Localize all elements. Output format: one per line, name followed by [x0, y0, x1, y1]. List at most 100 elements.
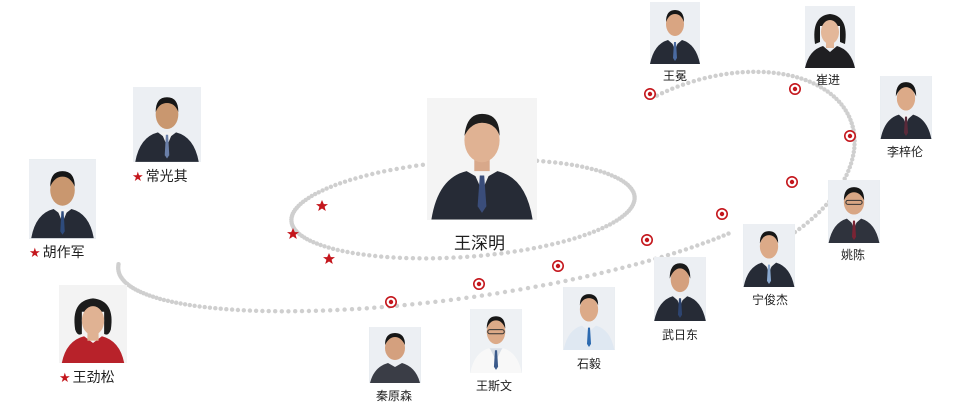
- portrait-icon: [431, 113, 533, 220]
- orbit-dot: [671, 251, 677, 256]
- orbit-dot: [273, 309, 278, 314]
- orbit-dot: [410, 302, 415, 307]
- orbit-dots: [116, 69, 857, 314]
- orbit-dot: [207, 305, 213, 310]
- orbit-dot: [510, 288, 515, 293]
- orbit-dot: [337, 181, 343, 186]
- portrait-cuijin: [805, 6, 855, 68]
- orbit-dot: [312, 191, 318, 197]
- orbit-dot: [781, 72, 786, 77]
- portrait-changguangqi: [133, 87, 201, 162]
- orbit-dot: [328, 184, 334, 189]
- orbit-dot: [848, 161, 854, 166]
- star-icon: [287, 228, 299, 239]
- portrait-icon: [59, 285, 127, 363]
- orbit-dot: [604, 224, 609, 229]
- portrait-icon: [133, 87, 201, 162]
- orbit-dot: [756, 69, 761, 75]
- orbit-dot: [417, 256, 422, 261]
- orbit-dot: [178, 301, 183, 306]
- orbit-dot: [485, 252, 490, 258]
- orbit-dot: [691, 79, 696, 84]
- orbit-dot: [394, 166, 399, 172]
- orbit-dot: [817, 210, 822, 215]
- portrait-lizilun: [880, 76, 932, 139]
- orbit-dot: [848, 117, 853, 123]
- portrait-icon: [805, 6, 855, 68]
- portrait-icon: [29, 159, 96, 239]
- orbit-dot: [675, 84, 680, 89]
- orbit-dot: [611, 220, 616, 225]
- orbit-dot: [326, 245, 331, 250]
- orbit-dot: [718, 72, 724, 78]
- orbit-dot: [440, 298, 446, 304]
- orbit-dot: [465, 254, 470, 259]
- orbit-dot: [706, 239, 711, 244]
- target-marker-icon: [843, 130, 856, 143]
- orbit-dot: [592, 272, 597, 277]
- orbit-dot: [444, 255, 449, 261]
- orbit-dot: [154, 295, 159, 300]
- portrait-ningjunjie: [743, 224, 795, 287]
- orbit-dot: [424, 256, 429, 261]
- portrait-icon: [470, 309, 522, 373]
- orbit-dot: [345, 249, 350, 255]
- orbit-dot: [192, 303, 197, 308]
- orbit-dot: [333, 182, 338, 188]
- orbit-dot: [353, 176, 358, 181]
- orbit-dot: [602, 170, 607, 175]
- orbit-dot: [766, 70, 771, 75]
- target-marker-icon: [472, 277, 485, 290]
- orbit-dot: [822, 87, 827, 92]
- orbit-dot: [512, 249, 517, 254]
- name-changguangqi: 常光其: [145, 169, 188, 185]
- orbit-dot: [646, 258, 652, 263]
- orbit-dot: [414, 163, 419, 168]
- orbit-dot: [790, 73, 795, 79]
- portrait-qinyuansen: [369, 327, 421, 383]
- orbit-dot: [224, 307, 229, 312]
- name-wangxi: 王冕: [663, 69, 688, 83]
- orbit-dot: [314, 241, 320, 246]
- orbit-dot: [713, 73, 718, 79]
- orbit-dot: [487, 292, 492, 297]
- orbit-dot: [697, 77, 702, 82]
- orbit-dot: [385, 254, 390, 260]
- orbit-dot: [558, 161, 564, 166]
- orbit-dot: [593, 167, 599, 173]
- orbit-dot: [547, 159, 552, 165]
- orbit-dot: [350, 250, 355, 256]
- orbit-dot: [235, 307, 241, 313]
- orbit-dot: [525, 247, 530, 252]
- orbit-dot: [306, 308, 312, 314]
- orbit-dot: [364, 173, 369, 178]
- orbit-dot: [721, 233, 726, 238]
- orbit-dot: [794, 75, 800, 80]
- star-icon: [316, 200, 328, 211]
- orbit-dot: [182, 302, 188, 307]
- orbit-dot: [633, 262, 639, 267]
- orbit-dot: [555, 280, 561, 285]
- orbit-dot: [683, 247, 689, 252]
- orbit-dot: [680, 82, 686, 87]
- orbit-dot: [842, 176, 847, 181]
- portrait-huzuojun: [29, 159, 96, 239]
- orbit-dot: [852, 146, 857, 151]
- orbit-dot: [379, 304, 384, 310]
- orbit-dot: [202, 304, 207, 310]
- portrait-icon: [828, 180, 880, 243]
- orbit-dot: [627, 263, 632, 269]
- orbit-dot: [519, 248, 524, 253]
- orbit-dot: [665, 252, 671, 258]
- orbit-dot: [686, 80, 691, 86]
- orbit-dot: [632, 193, 637, 199]
- orbit-dot: [404, 255, 409, 261]
- orbit-dot: [361, 252, 366, 257]
- orbit-dot: [471, 254, 477, 259]
- orbit-dot: [801, 223, 806, 228]
- target-marker-icon: [640, 234, 653, 247]
- center-portrait: [427, 98, 537, 220]
- orbit-dot: [499, 251, 504, 256]
- orbit-dot: [589, 166, 594, 172]
- orbit-dot: [711, 237, 716, 242]
